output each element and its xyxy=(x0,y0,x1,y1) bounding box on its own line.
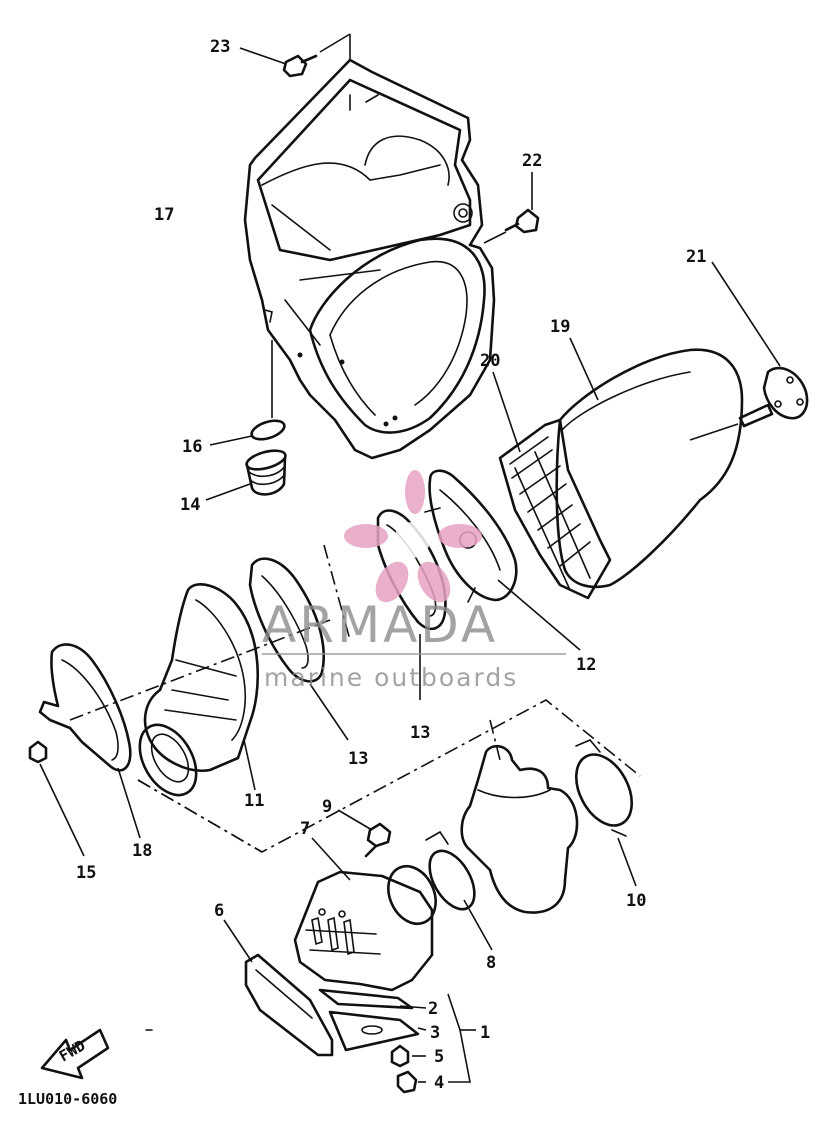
watermark-brand: ARMADA xyxy=(262,596,498,654)
callout-21: 21 xyxy=(686,247,706,267)
callout-18: 18 xyxy=(132,841,152,861)
part-10-clamp xyxy=(574,739,637,887)
part-7-reed-valve xyxy=(293,837,437,992)
callout-16: 16 xyxy=(182,437,202,457)
part-11-intake-duct xyxy=(138,583,260,797)
callout-13-upper: 13 xyxy=(410,723,430,743)
callout-22: 22 xyxy=(522,151,542,171)
carburetor xyxy=(460,719,579,914)
callout-9: 9 xyxy=(322,797,332,817)
callout-5: 5 xyxy=(434,1047,444,1067)
part-6-gasket xyxy=(223,919,334,1057)
part-14-joint xyxy=(205,449,287,501)
parts-1-5-reed-components xyxy=(318,988,476,1094)
callout-10: 10 xyxy=(626,891,646,911)
part-9-bolt xyxy=(337,809,392,858)
callout-14: 14 xyxy=(180,495,200,515)
part-16-clamp xyxy=(209,340,286,446)
callout-2: 2 xyxy=(428,999,438,1019)
callout-15: 15 xyxy=(76,863,96,883)
callout-23: 23 xyxy=(210,37,230,57)
part-19-filter-element xyxy=(555,337,744,589)
callout-13-lower: 13 xyxy=(348,749,368,769)
callout-17: 17 xyxy=(154,205,174,225)
watermark-tagline: marine outboards xyxy=(264,663,518,692)
drawing-code: 1LU010-6060 xyxy=(18,1090,117,1108)
callout-11: 11 xyxy=(244,791,264,811)
callout-8: 8 xyxy=(486,953,496,973)
fwd-arrow-icon: FWD xyxy=(40,1028,153,1080)
part-18-cover-plate xyxy=(38,619,331,839)
part-13-gasket-b xyxy=(248,557,349,741)
callout-6: 6 xyxy=(214,901,224,921)
part-21-wing-bolt xyxy=(689,261,809,441)
watermark: ARMADA marine outboards xyxy=(262,470,566,692)
callout-3: 3 xyxy=(430,1023,440,1043)
part-20-filter-cage xyxy=(492,371,612,600)
callout-7: 7 xyxy=(300,819,310,839)
part-22-bolt xyxy=(483,172,540,244)
callout-4: 4 xyxy=(434,1073,444,1093)
part-17-air-box xyxy=(243,58,496,460)
callout-labels: 1 2 3 4 5 6 7 8 9 10 11 12 13 13 14 15 1… xyxy=(76,37,706,1093)
callout-12: 12 xyxy=(576,655,596,675)
part-8-clamp xyxy=(425,830,493,951)
part-23-bolt xyxy=(239,33,351,78)
watermark-logo-icon xyxy=(344,470,482,603)
assembly-outline xyxy=(137,699,641,853)
callout-1: 1 xyxy=(480,1023,490,1043)
callout-19: 19 xyxy=(550,317,570,337)
part-15-nut xyxy=(28,740,85,857)
callout-20: 20 xyxy=(480,351,500,371)
